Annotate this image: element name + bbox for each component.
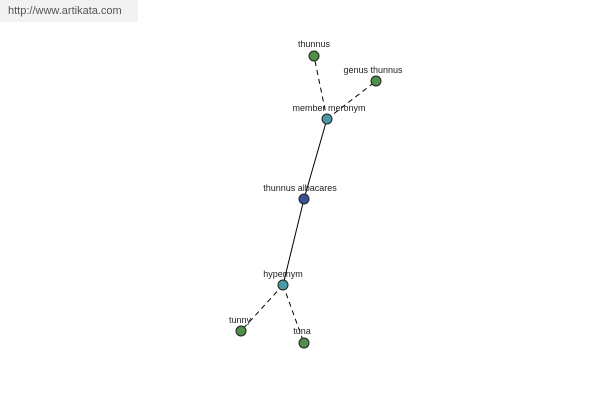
node-genus-thunnus-dot[interactable] — [370, 75, 382, 87]
node-hypernym[interactable]: hypernym — [263, 269, 303, 291]
node-member-meronym-label: member meronym — [292, 103, 365, 113]
node-tunny-dot[interactable] — [235, 325, 247, 337]
edges-layer — [240, 55, 377, 344]
node-thunnus-dot[interactable] — [308, 50, 320, 62]
node-genus-thunnus[interactable]: genus thunnus — [343, 65, 403, 87]
node-thunnus-albacares-label: thunnus albacares — [263, 183, 337, 193]
edge-thunnus-albacares-to-hypernym — [282, 198, 305, 286]
node-thunnus-albacares-dot[interactable] — [298, 193, 310, 205]
node-tuna-label: tuna — [293, 326, 311, 336]
edge-hypernym-to-tuna — [282, 284, 305, 344]
node-thunnus-label: thunnus — [298, 39, 331, 49]
node-tunny-label: tunny — [229, 315, 252, 325]
node-tunny[interactable]: tunny — [229, 315, 252, 337]
node-member-meronym-dot[interactable] — [321, 113, 333, 125]
node-hypernym-label: hypernym — [263, 269, 303, 279]
node-hypernym-dot[interactable] — [277, 279, 289, 291]
edge-hypernym-to-tunny — [240, 284, 284, 332]
source-url-link[interactable]: http://www.artikata.com — [0, 0, 138, 22]
nodes-layer: thunnus genus thunnus member meronym thunnu… — [229, 39, 403, 349]
edge-member-meronym-to-genus-thunnus — [326, 80, 377, 120]
node-tuna-dot[interactable] — [298, 337, 310, 349]
edge-thunnus-albacares-to-member-meronym — [303, 118, 328, 200]
node-genus-thunnus-label: genus thunnus — [343, 65, 403, 75]
node-thunnus-albacares[interactable]: thunnus albacares — [263, 183, 337, 205]
node-member-meronym[interactable]: member meronym — [292, 103, 366, 125]
edge-member-meronym-to-thunnus — [313, 55, 328, 120]
node-thunnus[interactable]: thunnus — [298, 39, 331, 62]
node-tuna[interactable]: tuna — [293, 326, 311, 349]
